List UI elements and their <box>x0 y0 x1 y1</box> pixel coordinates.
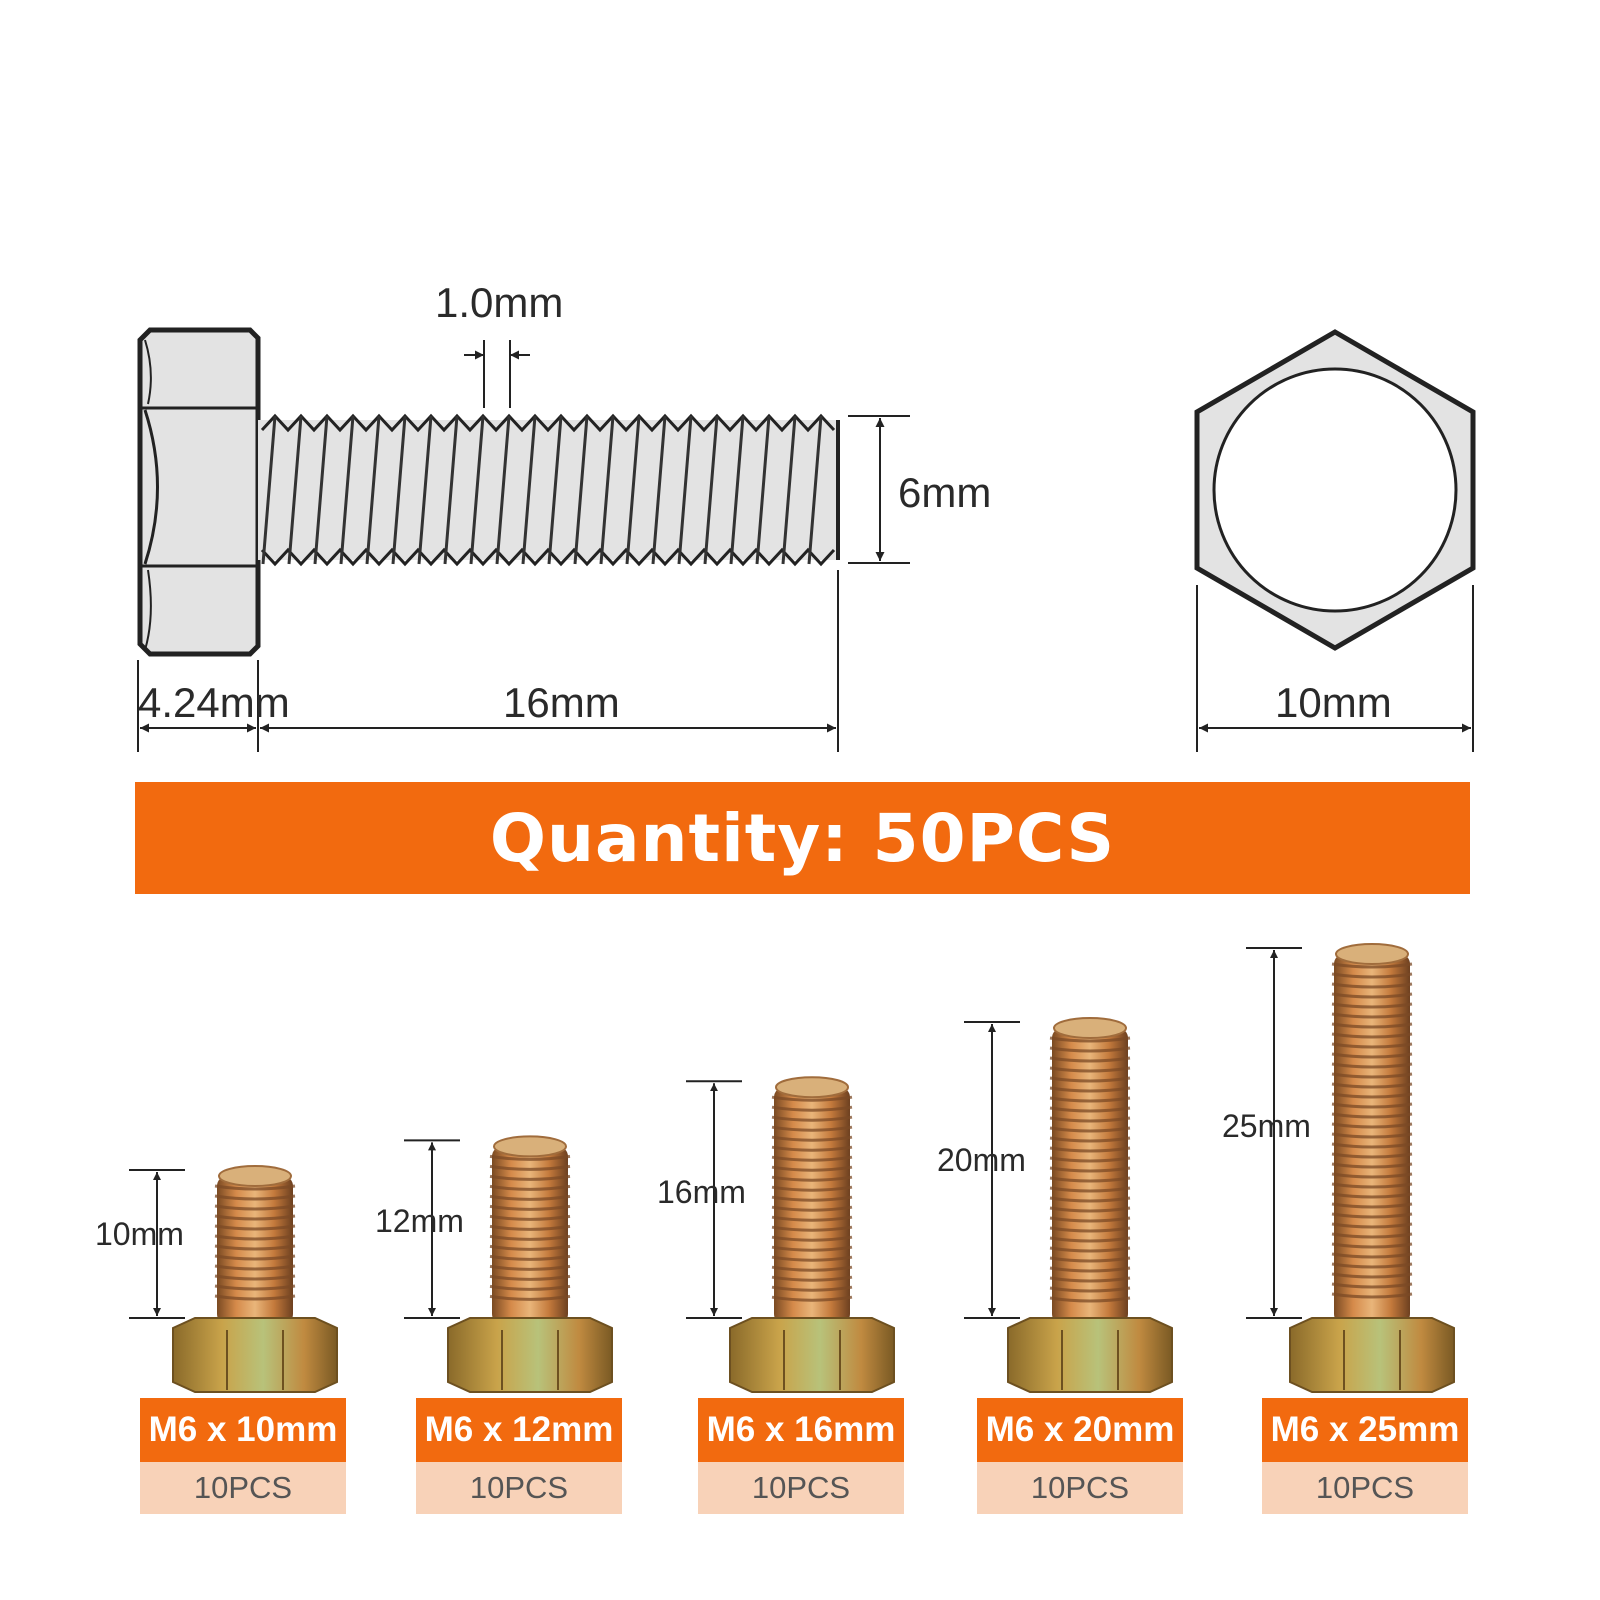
bolt-illustration <box>129 1165 338 1393</box>
bolt-size-label: M6 x 20mm <box>977 1398 1183 1462</box>
diameter-dimension <box>848 415 910 564</box>
bolt-quantity-label: 10PCS <box>698 1462 904 1514</box>
head-height-label: 4.24mm <box>138 679 290 726</box>
bolt-length-label: 25mm <box>1222 1108 1311 1144</box>
bolt-size-tag: M6 x 10mm 10PCS <box>140 1398 346 1514</box>
pitch-label: 1.0mm <box>435 279 564 326</box>
bolt-quantity-label: 10PCS <box>416 1462 622 1514</box>
diameter-label: 6mm <box>898 469 992 516</box>
head-width-label: 10mm <box>1275 679 1392 726</box>
bolt-quantity-label: 10PCS <box>1262 1462 1468 1514</box>
bolt-size-label: M6 x 10mm <box>140 1398 346 1462</box>
bolt-illustration <box>404 1135 613 1393</box>
bolt-size-label: M6 x 12mm <box>416 1398 622 1462</box>
quantity-banner: Quantity: 50PCS <box>135 782 1470 894</box>
bolt-illustration <box>686 1076 895 1393</box>
bolt-length-label: 12mm <box>375 1203 464 1239</box>
bolt-thread-side-view <box>258 413 840 567</box>
bolt-length-label: 20mm <box>937 1142 1026 1178</box>
bolt-quantity-label: 10PCS <box>140 1462 346 1514</box>
bolt-illustration <box>964 1017 1173 1393</box>
length-dimensions <box>137 570 839 752</box>
bolt-length-label: 10mm <box>95 1216 184 1252</box>
quantity-banner-text: Quantity: 50PCS <box>489 799 1116 877</box>
pitch-dimension <box>464 340 530 408</box>
bolt-technical-drawing <box>137 327 1476 752</box>
bolt-size-label: M6 x 16mm <box>698 1398 904 1462</box>
bolt-length-label: 16mm <box>657 1174 746 1210</box>
bolt-quantity-label: 10PCS <box>977 1462 1183 1514</box>
bolt-head-side-view <box>137 327 261 657</box>
bolt-size-tag: M6 x 25mm 10PCS <box>1262 1398 1468 1514</box>
bolt-size-label: M6 x 25mm <box>1262 1398 1468 1462</box>
bolt-size-tag: M6 x 12mm 10PCS <box>416 1398 622 1514</box>
bolt-illustration <box>1246 943 1455 1393</box>
bolt-head-top-view <box>1194 329 1476 752</box>
thread-length-label: 16mm <box>503 679 620 726</box>
bolt-size-tag: M6 x 20mm 10PCS <box>977 1398 1183 1514</box>
bolt-size-illustrations <box>129 943 1455 1393</box>
bolt-size-tag: M6 x 16mm 10PCS <box>698 1398 904 1514</box>
